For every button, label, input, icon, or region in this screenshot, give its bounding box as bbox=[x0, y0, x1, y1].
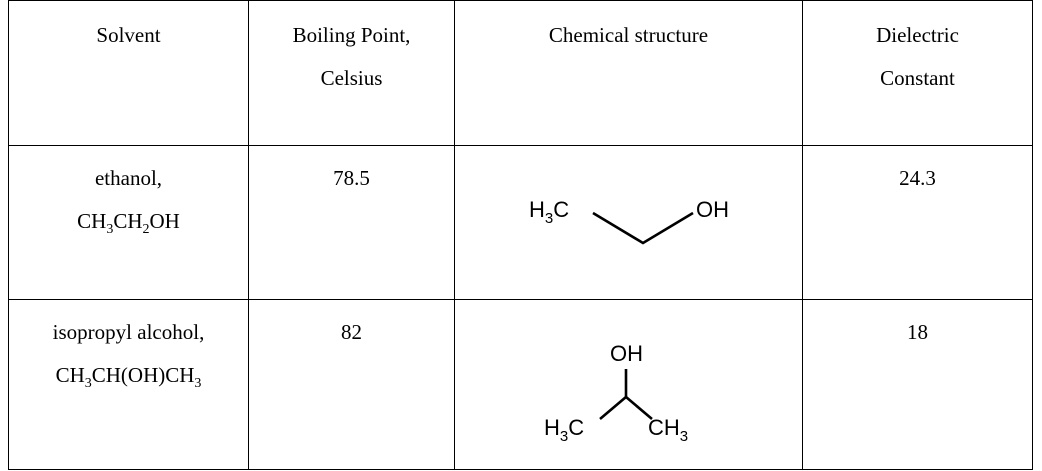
dielectric-cell: 18 bbox=[802, 299, 1033, 470]
header-dielectric-constant: Dielectric Constant bbox=[802, 0, 1033, 146]
header-dielectric-line2: Constant bbox=[880, 66, 955, 90]
isopropyl-bonds bbox=[598, 394, 653, 420]
isopropyl-top-group: OH bbox=[610, 341, 643, 366]
formula-text: OH bbox=[149, 209, 180, 233]
boiling-point-value: 82 bbox=[341, 320, 362, 344]
formula-text: CH bbox=[113, 209, 143, 233]
formula-subscript: 3 bbox=[194, 376, 202, 391]
dielectric-value: 24.3 bbox=[899, 166, 936, 190]
boiling-point-value: 78.5 bbox=[333, 166, 370, 190]
isopropyl-structure: OH H3C CH3 bbox=[544, 341, 688, 445]
ethanol-structure: H3C OH bbox=[529, 197, 729, 245]
structure-cell: H3C OH bbox=[454, 145, 803, 300]
table-row: isopropyl alcohol, CH3CH(OH)CH3 82 OH H3… bbox=[8, 299, 1033, 470]
solvent-name: ethanol, bbox=[94, 166, 163, 190]
header-boiling-point-line1: Boiling Point, bbox=[292, 23, 411, 47]
solvent-table: Solvent Boiling Point, Celsius Chemical … bbox=[8, 0, 1033, 470]
header-chemical-structure: Chemical structure bbox=[454, 0, 803, 146]
header-row: Solvent Boiling Point, Celsius Chemical … bbox=[8, 0, 1033, 146]
header-boiling-point: Boiling Point, Celsius bbox=[248, 0, 455, 146]
table-row: ethanol, CH3CH2OH 78.5 H3C OH 24.3 bbox=[8, 145, 1033, 300]
ethanol-right-group: OH bbox=[696, 197, 729, 222]
header-solvent: Solvent bbox=[8, 0, 249, 146]
ethanol-bonds bbox=[591, 211, 694, 245]
isopropyl-left-group: H3C bbox=[544, 415, 584, 445]
header-dielectric-line1: Dielectric bbox=[876, 23, 959, 47]
header-chemical-structure-line1: Chemical structure bbox=[548, 23, 709, 47]
dielectric-value: 18 bbox=[907, 320, 928, 344]
isopropyl-right-group: CH3 bbox=[648, 415, 688, 445]
structure-cell: OH H3C CH3 bbox=[454, 299, 803, 470]
solvent-name: isopropyl alcohol, bbox=[52, 320, 205, 344]
formula-text: CH bbox=[77, 209, 107, 233]
boiling-point-cell: 78.5 bbox=[248, 145, 455, 300]
header-solvent-line1: Solvent bbox=[96, 23, 161, 47]
formula-subscript: 3 bbox=[84, 376, 92, 391]
solvent-cell: isopropyl alcohol, CH3CH(OH)CH3 bbox=[8, 299, 249, 470]
solvent-cell: ethanol, CH3CH2OH bbox=[8, 145, 249, 300]
formula-text: CH bbox=[55, 363, 85, 387]
solvent-formula: CH3CH(OH)CH3 bbox=[9, 354, 248, 397]
boiling-point-cell: 82 bbox=[248, 299, 455, 470]
formula-subscript: 3 bbox=[106, 222, 114, 237]
formula-text: CH(OH)CH bbox=[91, 363, 195, 387]
header-boiling-point-line2: Celsius bbox=[320, 66, 383, 90]
solvent-formula: CH3CH2OH bbox=[9, 200, 248, 243]
formula-subscript: 2 bbox=[142, 222, 150, 237]
ethanol-left-group: H3C bbox=[529, 197, 569, 227]
dielectric-cell: 24.3 bbox=[802, 145, 1033, 300]
